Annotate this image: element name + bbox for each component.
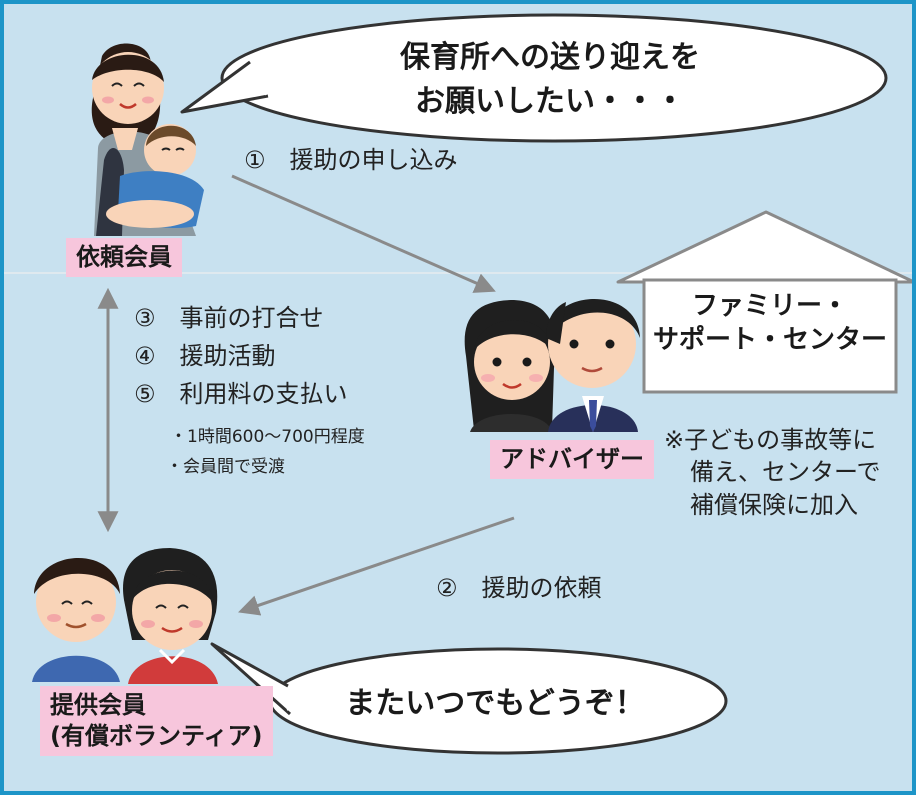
payment-note: ・会員間で受渡 bbox=[166, 457, 285, 477]
insurance-line-3: 補償保険に加入 bbox=[690, 490, 858, 519]
provider-label-line-2: (有償ボランティア) bbox=[50, 722, 263, 751]
adviser-label: アドバイザー bbox=[490, 440, 654, 480]
fee-note: ・1時間600～700円程度 bbox=[170, 427, 365, 447]
center-name-line-1: ファミリー・ bbox=[691, 291, 848, 321]
step-5-payment: ⑤ 利用料の支払い bbox=[134, 380, 348, 408]
center-name-line-2: サポート・センター bbox=[652, 324, 887, 355]
insurance-note: ※子どもの事故等に 備え、センターで 補償保険に加入 bbox=[664, 424, 881, 521]
insurance-line-1: ※子どもの事故等に bbox=[664, 426, 877, 454]
step-3-pre-meeting: ③ 事前の打合せ bbox=[134, 304, 324, 332]
step-2-request: ② 援助の依頼 bbox=[436, 574, 602, 602]
step-1-application: ① 援助の申し込み bbox=[244, 146, 458, 174]
requester-speech-bubble bbox=[180, 13, 888, 143]
center-house-icon bbox=[616, 210, 916, 394]
adviser-woman-icon bbox=[464, 300, 556, 432]
insurance-line-2: 備え、センターで bbox=[690, 458, 881, 487]
provider-speech-text: またいつでもどうぞ！ bbox=[345, 686, 645, 721]
provider-man-icon bbox=[32, 557, 120, 682]
step-4-assistance: ④ 援助活動 bbox=[134, 342, 276, 370]
arrow-request bbox=[238, 516, 515, 616]
requester-speech-text: 保育所への送り迎えを お願いしたい・・・ bbox=[300, 36, 800, 123]
adviser-man-icon bbox=[546, 298, 640, 432]
mother-with-baby-icon bbox=[91, 43, 204, 236]
provider-woman-icon bbox=[123, 548, 218, 684]
center-name: ファミリー・ サポート・センター bbox=[646, 290, 894, 358]
requester-label: 依頼会員 bbox=[66, 238, 182, 278]
arrow-application bbox=[231, 174, 496, 293]
provider-label: 提供会員 (有償ボランティア) bbox=[40, 686, 273, 757]
provider-label-line-1: 提供会員 bbox=[50, 691, 146, 719]
requester-speech-line-2: お願いしたい・・・ bbox=[415, 83, 685, 119]
requester-speech-line-1: 保育所への送り迎えを bbox=[400, 40, 700, 75]
